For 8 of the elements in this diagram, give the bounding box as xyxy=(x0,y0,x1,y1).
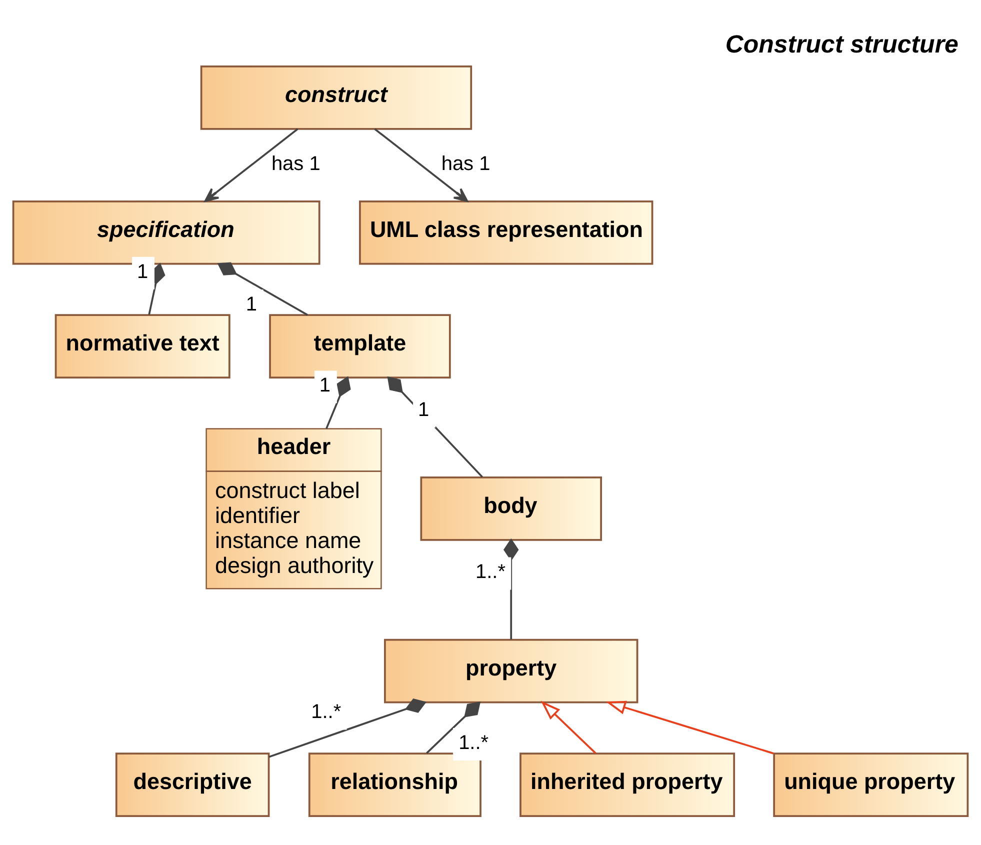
edge-label: 1 xyxy=(246,294,257,316)
diagram-title: Construct structure xyxy=(725,30,958,59)
edge-label: 1..* xyxy=(458,732,489,754)
edge-label: 1..* xyxy=(311,701,342,724)
edge-label: 1 xyxy=(418,398,430,421)
edge-label: 1..* xyxy=(476,561,506,584)
edge-label: has 1 xyxy=(271,152,320,175)
edge-label: has 1 xyxy=(441,152,490,175)
